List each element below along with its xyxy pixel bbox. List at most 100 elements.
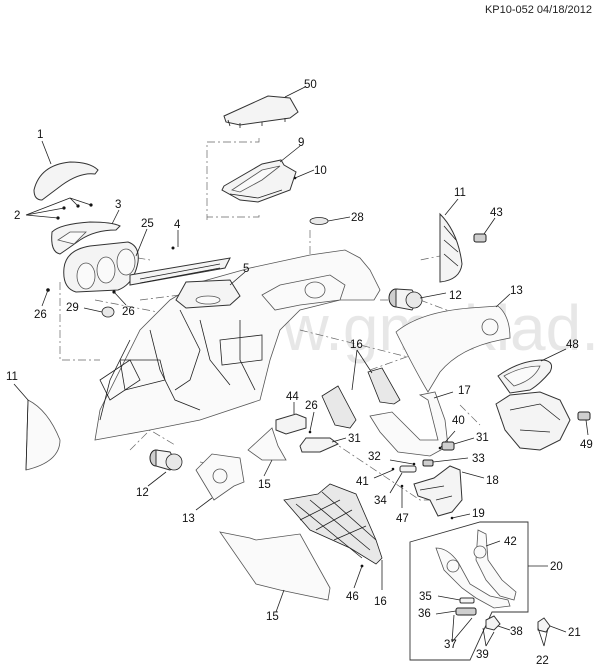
callout-34[interactable]: 34 bbox=[374, 495, 387, 507]
callout-12-left[interactable]: 12 bbox=[136, 487, 149, 499]
part-35-switch[interactable] bbox=[459, 597, 475, 604]
callout-10[interactable]: 10 bbox=[314, 165, 327, 177]
part-15-lower-panel[interactable] bbox=[219, 531, 331, 601]
callout-50[interactable]: 50 bbox=[304, 79, 317, 91]
leader-17 bbox=[433, 391, 454, 399]
callout-48[interactable]: 48 bbox=[566, 339, 579, 351]
leader-13-right bbox=[495, 293, 511, 308]
part-13-trim-bezel-left[interactable] bbox=[195, 453, 245, 501]
part-16-center-vents[interactable] bbox=[321, 367, 401, 429]
leader-42 bbox=[485, 540, 501, 547]
callout-15-left[interactable]: 15 bbox=[266, 611, 279, 623]
callout-23[interactable]: 25 bbox=[141, 218, 154, 230]
part-49-latch[interactable] bbox=[577, 411, 591, 421]
callout-46[interactable]: 46 bbox=[346, 591, 359, 603]
part-32-screw[interactable] bbox=[412, 462, 416, 466]
part-12-air-vent-left[interactable] bbox=[149, 449, 183, 471]
callout-22[interactable]: 22 bbox=[536, 655, 549, 667]
callout-36[interactable]: 36 bbox=[418, 608, 431, 620]
part-48-glovebox-bin[interactable] bbox=[495, 359, 571, 451]
part-21-switch[interactable] bbox=[537, 617, 551, 633]
part-18-console-bracket[interactable] bbox=[413, 465, 463, 517]
callout-19[interactable]: 19 bbox=[472, 508, 485, 520]
leader-26-upper bbox=[327, 216, 351, 222]
part-28-screw[interactable] bbox=[308, 430, 312, 434]
leader-49 bbox=[585, 419, 589, 436]
part-4-clip[interactable] bbox=[171, 246, 175, 250]
part-9-display-housing[interactable] bbox=[221, 159, 297, 203]
part-34-switch[interactable] bbox=[399, 465, 417, 473]
callout-5[interactable]: 5 bbox=[243, 263, 249, 275]
callout-3[interactable]: 3 bbox=[115, 199, 121, 211]
callout-26-upper[interactable]: 28 bbox=[351, 212, 364, 224]
callout-42[interactable]: 42 bbox=[504, 536, 517, 548]
callout-4[interactable]: 4 bbox=[174, 219, 181, 231]
part-26-speaker-grille[interactable] bbox=[309, 217, 329, 225]
part-20-console-trim[interactable] bbox=[435, 529, 517, 609]
part-31-switch[interactable] bbox=[441, 441, 455, 451]
part-43-clip[interactable] bbox=[473, 233, 487, 243]
callout-26-lower[interactable]: 29 bbox=[66, 302, 79, 314]
leader-3 bbox=[111, 209, 120, 225]
callout-44[interactable]: 44 bbox=[286, 391, 299, 403]
callout-18[interactable]: 18 bbox=[486, 475, 499, 487]
callout-40[interactable]: 40 bbox=[452, 415, 465, 427]
leader-12-left bbox=[147, 471, 167, 487]
callout-16[interactable]: 16 bbox=[350, 339, 363, 351]
part-13-glovebox-door[interactable] bbox=[395, 305, 511, 393]
callout-49[interactable]: 49 bbox=[580, 439, 593, 451]
part-26-vent-grille[interactable] bbox=[101, 306, 115, 318]
part-41-screw[interactable] bbox=[391, 467, 395, 471]
part-44-module[interactable] bbox=[275, 413, 307, 435]
callout-11-right[interactable]: 11 bbox=[454, 187, 466, 199]
part-33-switch[interactable] bbox=[422, 459, 434, 467]
part-15-lower-panel-net[interactable] bbox=[283, 483, 383, 565]
callout-11-left[interactable]: 11 bbox=[6, 371, 18, 383]
leader-39 bbox=[482, 627, 495, 647]
callout-13-left[interactable]: 13 bbox=[182, 513, 195, 525]
document-code: KP10-052 04/18/2012 bbox=[484, 4, 592, 16]
callout-31[interactable]: 31 bbox=[476, 432, 489, 444]
leader-38 bbox=[497, 625, 511, 631]
callout-41[interactable]: 41 bbox=[356, 476, 369, 488]
callout-35[interactable]: 35 bbox=[419, 591, 432, 603]
callout-47[interactable]: 47 bbox=[396, 513, 409, 525]
callout-38[interactable]: 38 bbox=[510, 626, 523, 638]
main-instrument-panel[interactable] bbox=[94, 249, 381, 441]
part-11-side-cover-left[interactable] bbox=[25, 399, 61, 471]
callout-43[interactable]: 43 bbox=[490, 207, 503, 219]
callout-29[interactable]: 31 bbox=[348, 433, 361, 445]
leader-29 bbox=[331, 437, 347, 443]
part-36-switch[interactable] bbox=[455, 607, 477, 616]
callout-12-right[interactable]: 12 bbox=[449, 290, 462, 302]
callout-17[interactable]: 17 bbox=[458, 385, 471, 397]
callout-33[interactable]: 33 bbox=[472, 453, 485, 465]
callout-21[interactable]: 21 bbox=[568, 627, 581, 639]
part-23-instrument-cluster[interactable] bbox=[63, 241, 139, 293]
part-3-cluster-bezel[interactable] bbox=[51, 221, 121, 255]
part-1-cluster-hood[interactable] bbox=[33, 161, 99, 201]
callout-37[interactable]: 37 bbox=[444, 639, 457, 651]
part-11-side-cover-right[interactable] bbox=[439, 212, 463, 283]
part-12-air-vent-right[interactable] bbox=[388, 288, 423, 311]
part-17-center-bezel[interactable] bbox=[369, 391, 449, 457]
part-2-screws[interactable] bbox=[56, 203, 93, 220]
callout-24[interactable]: 26 bbox=[122, 306, 135, 318]
leader-11-right bbox=[444, 198, 459, 216]
callout-2[interactable]: 2 bbox=[14, 210, 20, 222]
callout-14[interactable]: 15 bbox=[258, 479, 271, 491]
callout-9[interactable]: 9 bbox=[298, 137, 304, 149]
callout-20[interactable]: 20 bbox=[550, 561, 563, 573]
part-29-bracket[interactable] bbox=[299, 437, 339, 453]
callout-28[interactable]: 26 bbox=[305, 400, 318, 412]
part-50-cover[interactable] bbox=[223, 95, 299, 128]
callout-1[interactable]: 1 bbox=[37, 129, 43, 141]
callout-13-right[interactable]: 13 bbox=[510, 285, 523, 297]
callout-32[interactable]: 32 bbox=[368, 451, 381, 463]
part-14-trim-cover[interactable] bbox=[247, 427, 287, 461]
callout-25[interactable]: 26 bbox=[34, 309, 47, 321]
part-38-switch[interactable] bbox=[485, 615, 501, 631]
callout-39[interactable]: 39 bbox=[476, 649, 489, 661]
leader-9 bbox=[279, 145, 301, 163]
callout-15-right[interactable]: 16 bbox=[374, 596, 387, 608]
